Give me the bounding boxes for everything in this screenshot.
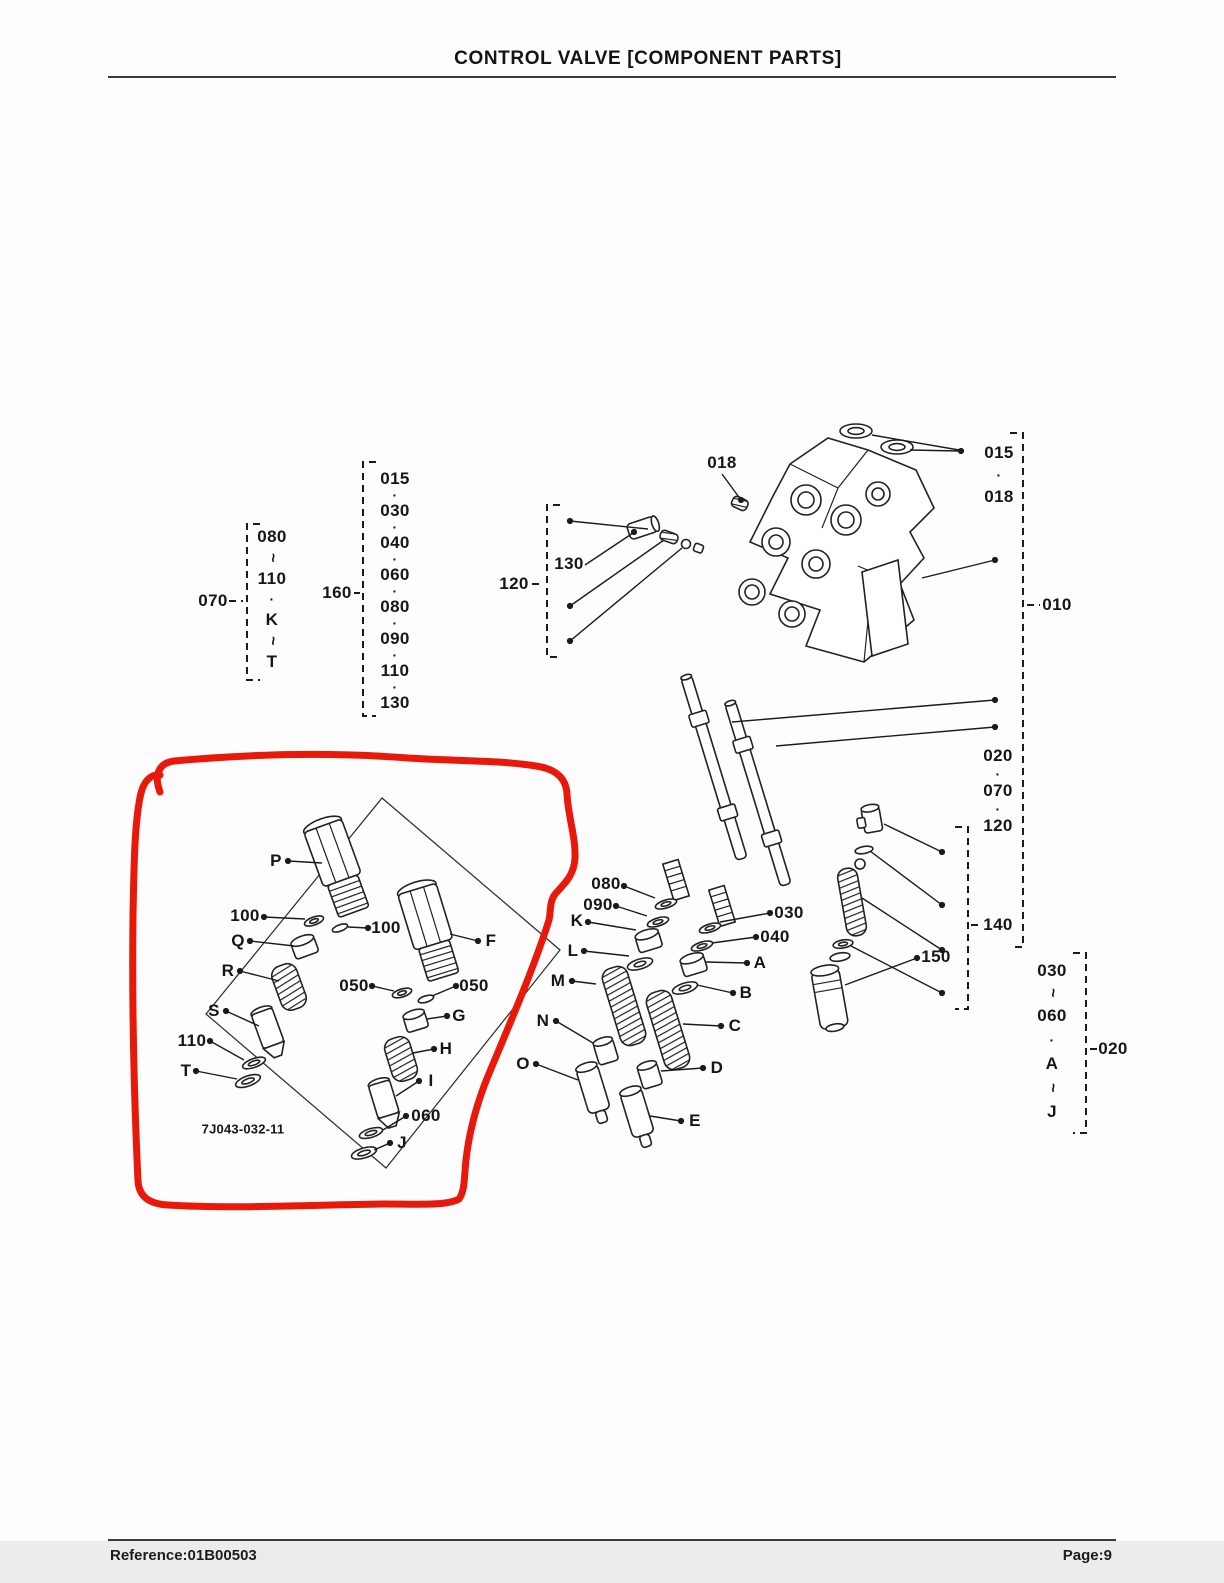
page-title: CONTROL VALVE [COMPONENT PARTS] [454,48,842,69]
part-T-washer [234,1073,262,1089]
part-G [402,1008,429,1033]
part-K [634,927,663,954]
leader-lines [192,434,999,1151]
part-N [592,1036,619,1066]
part-M-spring [601,965,647,1047]
part-washer-100a [303,915,325,927]
part-150-plug [810,964,849,1033]
part-O-cap [575,1061,610,1125]
part-washer-090 [646,916,670,928]
relief-cartridge-left [234,815,370,1089]
part-washer-040 [690,940,714,952]
part-washer-110 [241,1056,267,1070]
part-washer-050a [391,987,413,999]
part-E-cap [619,1085,654,1149]
group-brackets [229,432,1097,1134]
part-washer-050b [417,994,435,1004]
part-washer-100b [331,923,349,933]
part-F-cap [396,879,460,982]
part-washer-060 [358,1126,384,1140]
footer-reference: Reference:01B00503 [110,1547,257,1564]
footer-page-number: Page:9 [1062,1547,1112,1564]
spool-bores [738,481,891,628]
spool-assembly-rear [619,699,791,1149]
part-H-spring [383,1035,419,1083]
pilot-valve-parts [626,515,705,554]
relief-valve-assembly [810,803,884,1033]
part-A [679,951,708,978]
part-J-washer [350,1146,378,1160]
leader-dots [192,447,999,1147]
footer-band [0,1541,1224,1583]
part-C-spring [645,989,691,1071]
part-S-poppet [250,1005,286,1059]
footer-rule [108,1539,1116,1541]
part-washer-080 [654,898,678,910]
part-R-spring [270,962,308,1012]
part-sleeve [661,858,691,902]
part-P-cap [302,815,370,918]
part-sleeve [707,884,737,928]
relief-cartridge-right [350,879,460,1160]
part-washer-030 [698,922,722,934]
part-Q [290,933,319,960]
red-marker-annotation [129,750,579,1211]
part-L [626,957,654,971]
header-rule [108,76,1116,78]
part-I-poppet [367,1076,401,1129]
valve-body [730,423,935,663]
spool-assembly-front [575,673,747,1125]
part-B [671,981,699,995]
part-D [636,1060,663,1090]
